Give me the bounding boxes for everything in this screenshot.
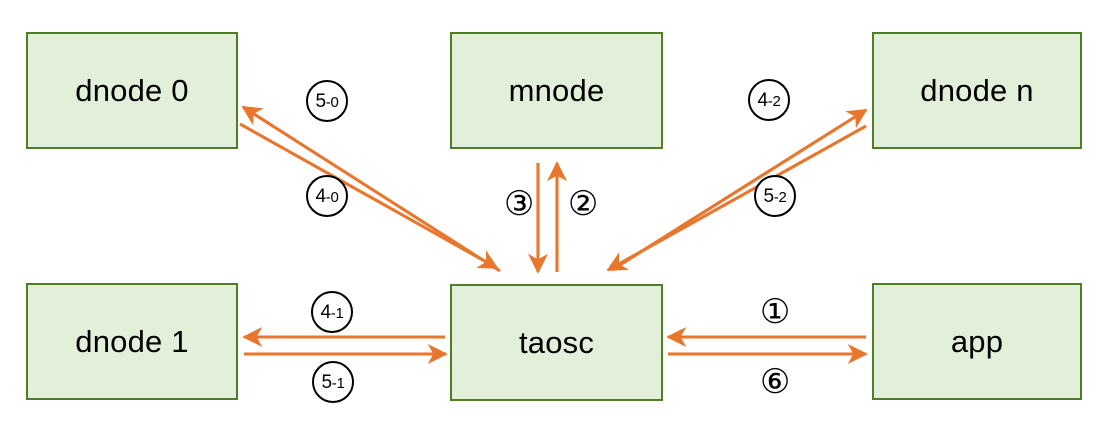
node-label: taosc [518, 325, 595, 360]
step-tag-3: ③ [498, 183, 540, 225]
step-tag-label: 4-2 [757, 89, 781, 111]
arrow-dnode0-to-taosc [239, 122, 499, 270]
node-mnode[interactable]: mnode [450, 32, 663, 149]
step-tag-label: ② [567, 184, 599, 224]
node-dnode0[interactable]: dnode 0 [26, 32, 238, 149]
step-tag-2: ② [562, 183, 604, 225]
step-tag-label: 5-2 [763, 185, 787, 207]
step-tag-1: ① [754, 291, 796, 333]
arrow-taosc-to-dnode0 [241, 105, 501, 273]
node-dnoden[interactable]: dnode n [872, 32, 1082, 149]
step-tag-5-0: 5-0 [306, 80, 348, 122]
step-tag-4-1: 4-1 [311, 291, 353, 333]
step-tag-4-2: 4-2 [748, 79, 790, 121]
node-label: dnode 0 [75, 73, 189, 108]
step-tag-label: ⑥ [759, 362, 791, 402]
step-tag-label: ① [759, 292, 791, 332]
step-tag-label: 4-0 [315, 185, 339, 207]
node-label: mnode [508, 73, 605, 108]
node-taosc[interactable]: taosc [450, 284, 663, 401]
node-label: dnode n [920, 73, 1034, 108]
step-tag-label: 5-1 [321, 371, 345, 393]
step-tag-5-2: 5-2 [754, 175, 796, 217]
step-tag-label: ③ [503, 184, 535, 224]
step-tag-6: ⑥ [754, 361, 796, 403]
step-tag-label: 4-1 [320, 301, 344, 323]
node-dnode1[interactable]: dnode 1 [26, 283, 238, 400]
node-label: app [950, 324, 1004, 359]
step-tag-5-1: 5-1 [312, 361, 354, 403]
arrow-dnoden-to-taosc [606, 124, 867, 272]
node-label: dnode 1 [75, 324, 189, 359]
step-tag-label: 5-0 [315, 90, 339, 112]
node-app[interactable]: app [872, 283, 1082, 400]
step-tag-4-0: 4-0 [306, 175, 348, 217]
